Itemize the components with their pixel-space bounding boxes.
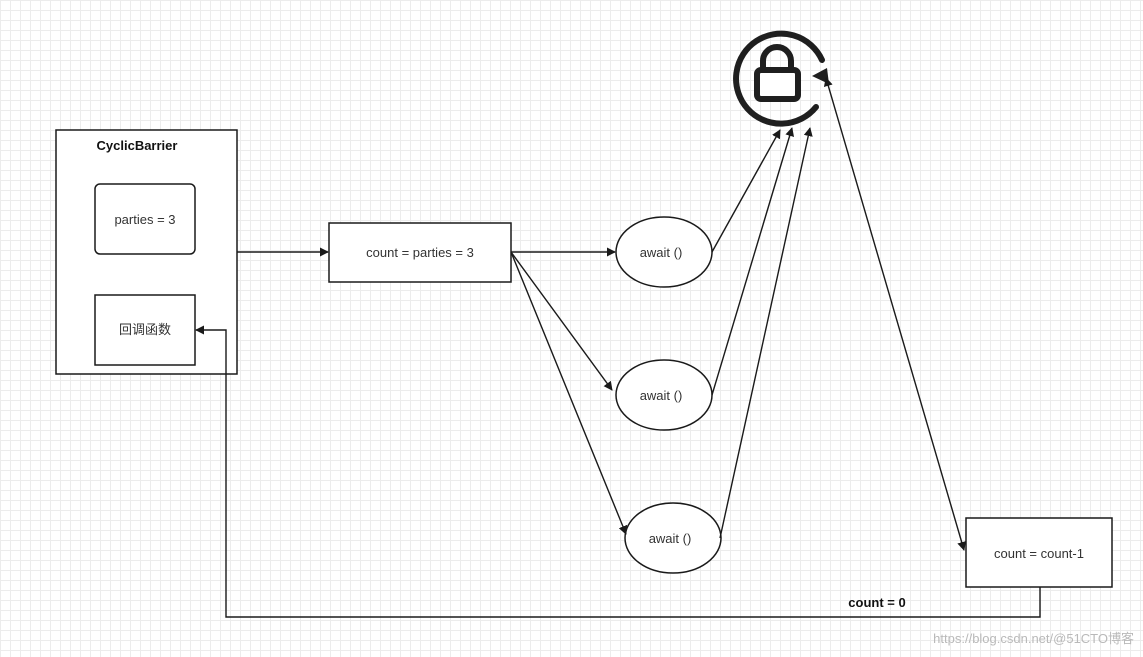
return-edge-label: count = 0: [848, 595, 905, 610]
edge-lock-to-decrement: [823, 77, 967, 551]
await-label-2: await (): [640, 388, 683, 403]
await-node-1[interactable]: await (): [615, 216, 713, 288]
edge-count-to-await-3: [510, 251, 628, 535]
count-decrement-box[interactable]: count = count-1: [965, 517, 1113, 588]
parties-label: parties = 3: [114, 212, 175, 227]
count-init-box[interactable]: count = parties = 3: [328, 222, 512, 283]
await-label-3: await (): [649, 531, 692, 546]
await-node-2[interactable]: await (): [615, 359, 713, 431]
edge-count-to-await-2: [510, 251, 613, 391]
count-init-label: count = parties = 3: [366, 245, 474, 260]
parties-box[interactable]: parties = 3: [94, 183, 196, 255]
count-decrement-label: count = count-1: [994, 546, 1084, 561]
watermark: https://blog.csdn.net/@51CTO博客: [933, 631, 1134, 646]
container-title: CyclicBarrier: [97, 138, 178, 153]
edge-await-2-to-lock: [711, 127, 794, 396]
edge-await-1-to-lock: [711, 129, 781, 253]
edge-return-to-callback: [195, 325, 1041, 618]
await-node-3[interactable]: await (): [624, 502, 722, 574]
callback-box[interactable]: 回调函数: [94, 294, 196, 366]
lock-icon: [733, 30, 829, 127]
edge-await-3-to-lock: [719, 127, 813, 539]
await-label-1: await (): [640, 245, 683, 260]
callback-label: 回调函数: [119, 323, 171, 338]
